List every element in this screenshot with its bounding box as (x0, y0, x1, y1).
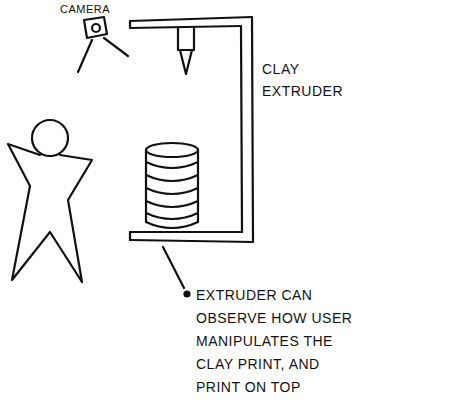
extruder-nozzle (178, 28, 194, 74)
camera-symbol (78, 17, 128, 72)
user-figure (8, 120, 92, 282)
leader-line (163, 247, 190, 297)
extruder-frame (130, 17, 253, 242)
annotation-note: EXTRUDER CAN OBSERVE HOW USER MANIPULATE… (196, 284, 364, 399)
clay-print (146, 143, 198, 228)
part-name: CLAY EXTRUDER (262, 58, 354, 102)
camera-label: CAMERA (60, 2, 120, 16)
